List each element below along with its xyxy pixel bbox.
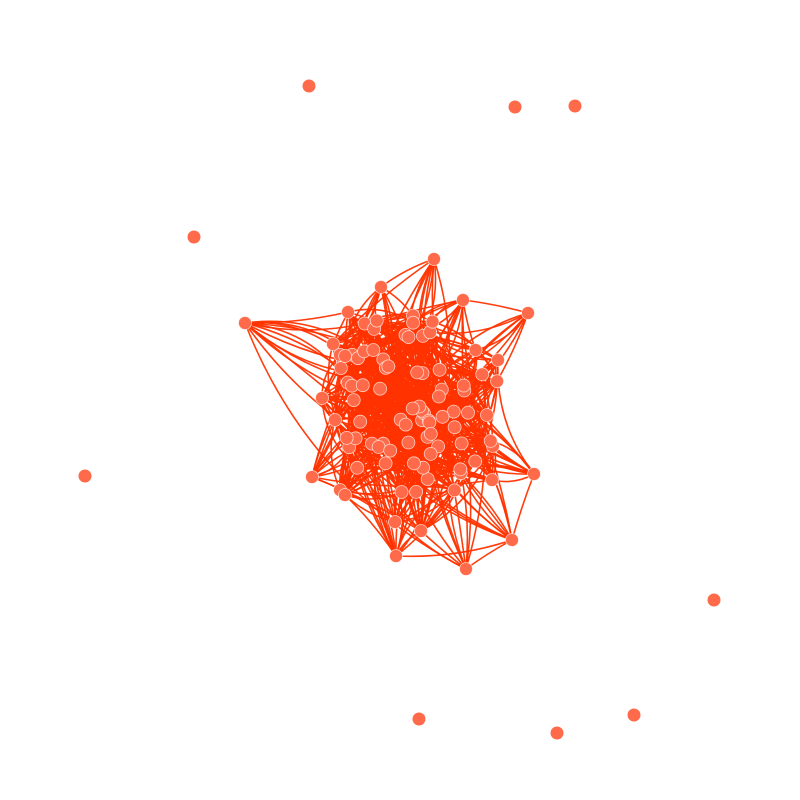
graph-node[interactable] [315, 391, 329, 405]
graph-node[interactable] [409, 484, 424, 499]
isolated-node[interactable] [187, 230, 201, 244]
graph-edge [354, 437, 397, 557]
graph-node[interactable] [381, 359, 396, 374]
graph-nodes [78, 79, 721, 740]
graph-edge [462, 299, 529, 314]
graph-node[interactable] [468, 343, 483, 357]
graph-node[interactable] [475, 367, 490, 382]
graph-node[interactable] [505, 533, 519, 547]
graph-node[interactable] [468, 454, 483, 469]
graph-node[interactable] [369, 313, 384, 328]
graph-edge [422, 258, 435, 336]
graph-node[interactable] [453, 462, 468, 477]
graph-node[interactable] [527, 467, 541, 481]
graph-node[interactable] [326, 337, 340, 351]
graph-node[interactable] [406, 315, 421, 330]
graph-node[interactable] [425, 314, 440, 329]
graph-node[interactable] [371, 440, 386, 454]
graph-node[interactable] [406, 456, 421, 471]
graph-node[interactable] [491, 353, 505, 367]
isolated-node[interactable] [78, 469, 92, 483]
graph-node[interactable] [521, 306, 535, 320]
graph-node[interactable] [446, 404, 461, 419]
graph-edge [332, 258, 435, 345]
graph-node[interactable] [423, 426, 438, 441]
graph-node[interactable] [435, 409, 450, 424]
isolated-node[interactable] [412, 712, 426, 726]
graph-node[interactable] [447, 483, 462, 498]
graph-edge [354, 438, 397, 557]
graph-edge [511, 473, 535, 541]
graph-node[interactable] [305, 470, 319, 484]
graph-node[interactable] [338, 349, 353, 363]
graph-node[interactable] [483, 433, 498, 448]
graph-node[interactable] [427, 252, 441, 266]
graph-node[interactable] [353, 414, 368, 429]
graph-edge [407, 258, 435, 338]
graph-node[interactable] [374, 280, 388, 294]
graph-node[interactable] [341, 305, 355, 319]
graph-node[interactable] [447, 420, 462, 435]
graph-node[interactable] [410, 365, 425, 380]
graph-edge [363, 350, 408, 557]
isolated-node[interactable] [302, 79, 316, 93]
graph-node[interactable] [485, 473, 499, 487]
isolated-node[interactable] [707, 593, 721, 607]
isolated-node[interactable] [568, 99, 582, 113]
graph-node[interactable] [401, 435, 416, 450]
graph-edge [432, 320, 498, 382]
graph-node[interactable] [490, 374, 505, 389]
graph-node[interactable] [238, 316, 252, 330]
graph-node[interactable] [394, 485, 409, 499]
graph-node[interactable] [432, 362, 447, 377]
graph-node[interactable] [422, 415, 437, 430]
graph-node[interactable] [459, 562, 473, 576]
graph-node[interactable] [338, 488, 352, 502]
graph-edge [453, 411, 513, 541]
graph-edge [461, 442, 535, 475]
graph-node[interactable] [373, 381, 388, 396]
graph-edge [460, 472, 513, 541]
graph-node[interactable] [401, 330, 416, 345]
graph-node[interactable] [389, 549, 403, 563]
graph-node[interactable] [414, 524, 428, 538]
graph-edge [244, 322, 342, 369]
graph-node[interactable] [461, 405, 475, 420]
isolated-node[interactable] [508, 100, 522, 114]
graph-node[interactable] [346, 393, 361, 408]
graph-node[interactable] [350, 460, 365, 475]
graph-edge [430, 453, 513, 541]
graph-edge [394, 332, 431, 523]
graph-edge [344, 286, 382, 357]
isolated-node[interactable] [550, 726, 564, 740]
graph-edge [440, 299, 464, 417]
graph-node[interactable] [388, 515, 402, 529]
graph-node[interactable] [366, 343, 381, 357]
isolated-node[interactable] [627, 708, 641, 722]
graph-node[interactable] [431, 389, 446, 404]
graph-edge [351, 286, 382, 386]
graph-node[interactable] [480, 408, 494, 422]
graph-node[interactable] [333, 361, 348, 376]
graph-node[interactable] [454, 436, 469, 451]
graph-edge [430, 312, 529, 335]
graph-edge [465, 374, 487, 570]
graph-node[interactable] [423, 446, 438, 461]
graph-node[interactable] [398, 417, 413, 432]
graph-node[interactable] [339, 430, 354, 445]
graph-edge [400, 419, 535, 475]
graph-node[interactable] [456, 293, 470, 307]
graph-node[interactable] [328, 413, 342, 427]
graph-edge [383, 358, 488, 416]
graph-node[interactable] [378, 456, 393, 471]
graph-edge [395, 539, 513, 558]
graph-node[interactable] [383, 443, 398, 458]
graph-node[interactable] [456, 378, 471, 393]
graph-edge [311, 336, 409, 478]
graph-node[interactable] [405, 401, 420, 416]
graph-node[interactable] [355, 378, 370, 393]
